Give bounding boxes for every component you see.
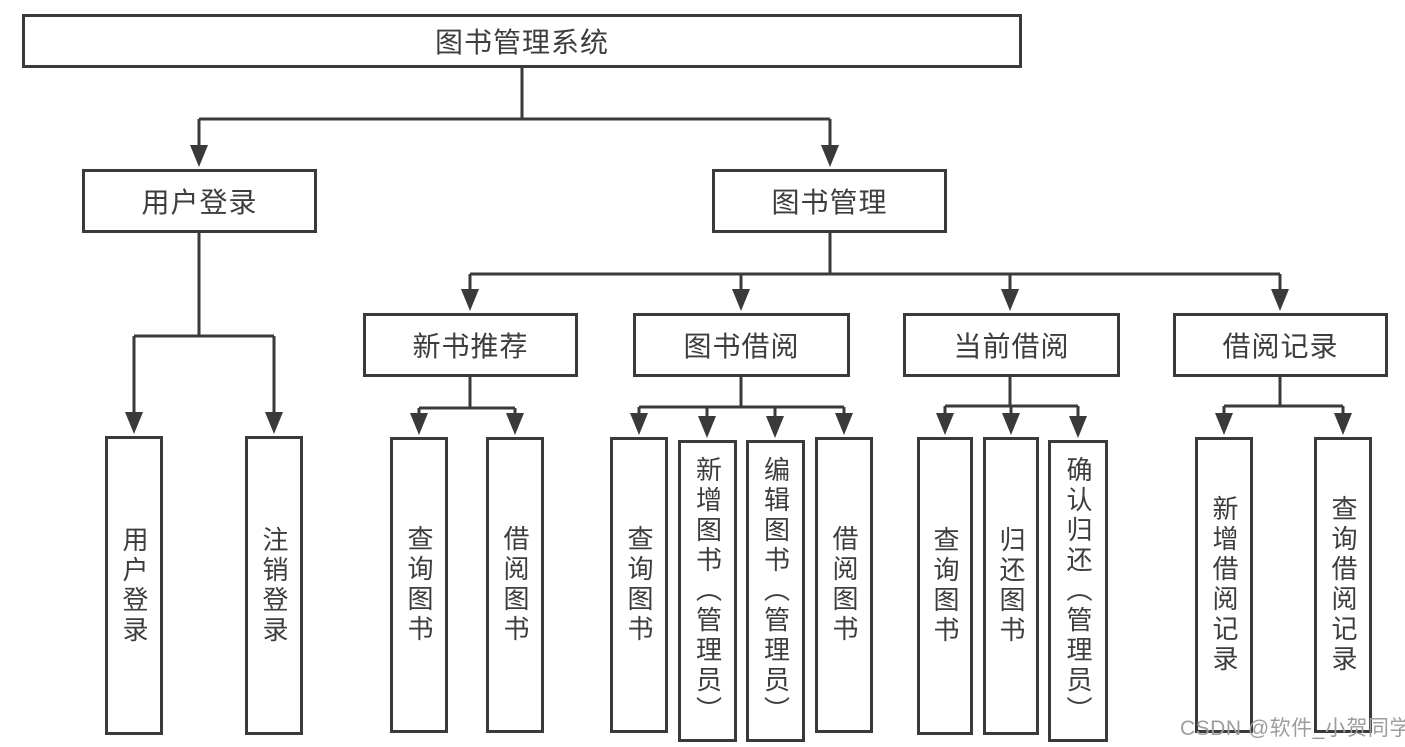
arrowhead-icon: [190, 145, 208, 167]
connector-new-book-recommend-children: [410, 377, 524, 435]
node-label: 新增借阅记录: [1209, 495, 1239, 675]
arrowhead-icon: [1271, 289, 1289, 311]
node-book-borrow: 图书借阅: [633, 313, 850, 377]
node-new-book-recommend: 新书推荐: [363, 313, 578, 377]
node-borrow-query-books: 查询图书: [610, 437, 668, 733]
connector-root-to-level2: [190, 68, 839, 167]
node-borrow-add-books-admin: 新增图书（管理员）: [678, 440, 737, 742]
arrowhead-icon: [506, 413, 524, 435]
arrowhead-icon: [125, 412, 143, 434]
arrowhead-icon: [410, 413, 428, 435]
node-borrow-edit-books-admin: 编辑图书（管理员）: [746, 440, 805, 742]
arrowhead-icon: [732, 289, 750, 311]
node-recommend-query-books: 查询图书: [390, 437, 448, 733]
node-records-add-record: 新增借阅记录: [1195, 437, 1253, 733]
arrowhead-icon: [698, 416, 716, 438]
connector-user-login-children: [125, 233, 283, 434]
connector-book-management-children: [461, 233, 1289, 311]
node-label: 查询借阅记录: [1328, 495, 1358, 675]
node-book-management: 图书管理: [712, 169, 947, 233]
arrowhead-icon: [821, 145, 839, 167]
arrowhead-icon: [766, 416, 784, 438]
node-label: 归还图书: [996, 526, 1026, 646]
arrowhead-icon: [630, 413, 648, 435]
node-label: 查询图书: [624, 525, 654, 645]
node-root: 图书管理系统: [22, 14, 1022, 68]
arrowhead-icon: [265, 412, 283, 434]
node-current-query-books: 查询图书: [917, 437, 973, 735]
node-label: 用户登录: [119, 525, 149, 646]
node-label: 查询图书: [404, 525, 434, 645]
node-label: 借阅图书: [829, 525, 859, 645]
node-borrow-borrow-books: 借阅图书: [815, 437, 873, 733]
node-label: 借阅图书: [500, 525, 530, 645]
node-records-query-record: 查询借阅记录: [1314, 437, 1372, 733]
arrowhead-icon: [835, 413, 853, 435]
connector-borrow-records-children: [1215, 377, 1352, 435]
node-user-login-action: 用户登录: [105, 436, 163, 735]
node-label: 查询图书: [930, 526, 960, 646]
node-recommend-borrow-books: 借阅图书: [486, 437, 544, 733]
connector-current-borrow-children: [936, 377, 1087, 438]
arrowhead-icon: [1002, 413, 1020, 435]
node-user-login: 用户登录: [82, 169, 317, 233]
arrowhead-icon: [1001, 289, 1019, 311]
node-label: 注销登录: [259, 525, 289, 646]
watermark: CSDN @软件_小贺同学: [1180, 717, 1405, 740]
arrowhead-icon: [1215, 413, 1233, 435]
node-current-return-books: 归还图书: [983, 437, 1039, 735]
arrowhead-icon: [1069, 416, 1087, 438]
node-current-borrow: 当前借阅: [903, 313, 1120, 377]
node-label: 确认归还（管理员）: [1063, 456, 1093, 726]
node-current-confirm-return-admin: 确认归还（管理员）: [1048, 440, 1108, 742]
node-logout-action: 注销登录: [245, 436, 303, 735]
arrowhead-icon: [1334, 413, 1352, 435]
arrowhead-icon: [461, 289, 479, 311]
node-label: 新增图书（管理员）: [692, 456, 723, 726]
node-borrow-records: 借阅记录: [1173, 313, 1388, 377]
node-label: 编辑图书（管理员）: [760, 456, 791, 726]
connector-book-borrow-children: [630, 377, 853, 438]
arrowhead-icon: [936, 413, 954, 435]
